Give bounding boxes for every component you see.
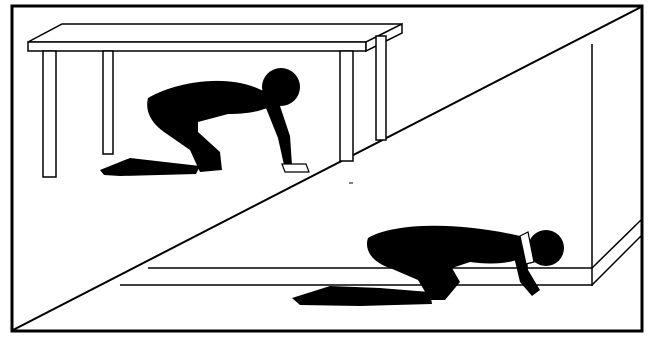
hand-top — [281, 163, 310, 173]
crouching-figure-top — [100, 68, 300, 176]
diagonal-divider — [12, 6, 642, 331]
table-leg-front-right — [339, 50, 354, 162]
table-leg-back-right — [375, 35, 387, 141]
arm-over-head — [519, 231, 535, 265]
baseboard-bottom — [120, 235, 642, 286]
table-leg-front-left — [42, 50, 57, 178]
table-leg-back-left — [102, 50, 114, 155]
person-against-wall-icon — [120, 44, 642, 306]
baseboard-top — [148, 219, 642, 269]
crouching-figure-bottom — [292, 225, 564, 306]
table-top-front — [27, 41, 367, 52]
table-top — [27, 23, 403, 43]
person-under-table-icon — [27, 22, 403, 178]
